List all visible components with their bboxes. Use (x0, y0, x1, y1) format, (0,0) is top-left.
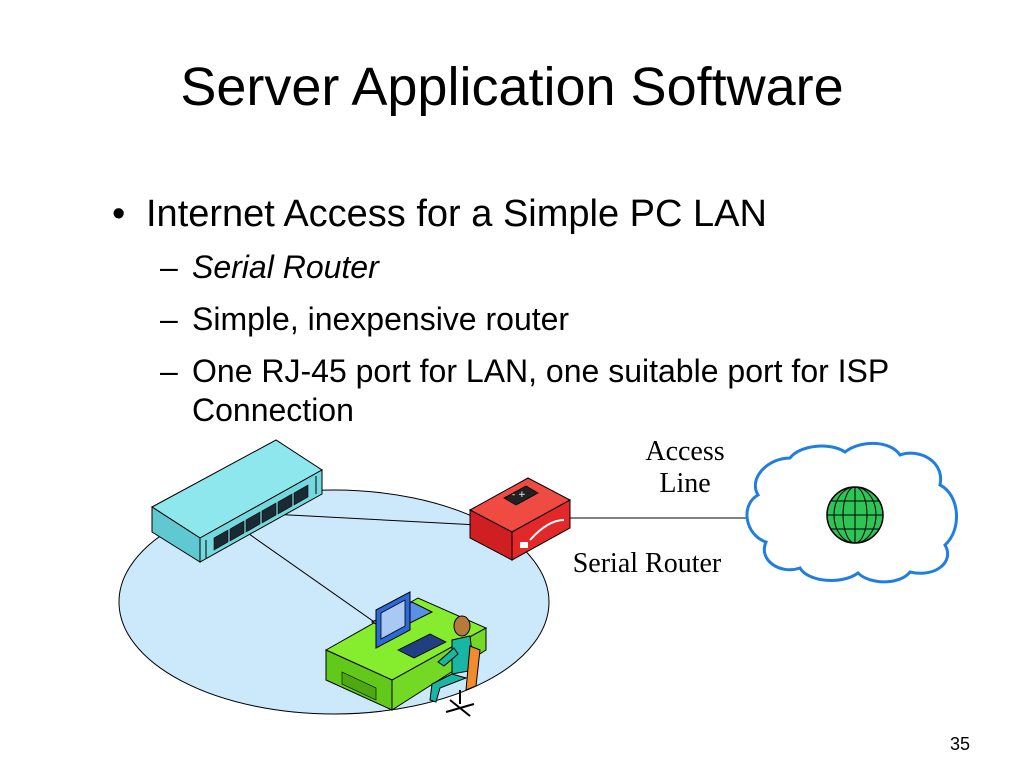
router-icon: - + (468, 477, 572, 561)
sub-bullet-item: – Simple, inexpensive router (160, 300, 972, 338)
dash-marker: – (160, 248, 178, 285)
bullet-marker: • (112, 193, 126, 235)
workstation-icon (324, 591, 488, 717)
access-line-label-text: Access Line (645, 436, 725, 500)
bullet-item: • Internet Access for a Simple PC LAN (112, 192, 972, 238)
sub-bullet-text: One RJ-45 port for LAN, one suitable por… (192, 353, 889, 428)
dash-marker: – (160, 300, 178, 337)
sub-bullet-list: – Serial Router – Simple, inexpensive ro… (160, 248, 972, 430)
bullet-list: • Internet Access for a Simple PC LAN – … (112, 192, 972, 443)
bullet-text: Internet Access for a Simple PC LAN (146, 193, 767, 235)
sub-bullet-text: Serial Router (192, 248, 379, 285)
hub-workstation-link (231, 521, 401, 641)
sub-bullet-text: Simple, inexpensive router (192, 300, 570, 337)
dash-marker: – (160, 353, 178, 390)
sub-bullet-item: – Serial Router (160, 248, 972, 286)
svg-text:- +: - + (512, 490, 526, 500)
sub-bullet-item: – One RJ-45 port for LAN, one suitable p… (160, 352, 972, 429)
access-line-label: Access Line (620, 436, 750, 500)
page-number: 35 (949, 734, 970, 754)
hub-icon (151, 439, 323, 563)
slide-title: Server Application Software (180, 57, 844, 117)
globe-icon (826, 486, 884, 544)
router-label: Serial Router (572, 548, 722, 579)
